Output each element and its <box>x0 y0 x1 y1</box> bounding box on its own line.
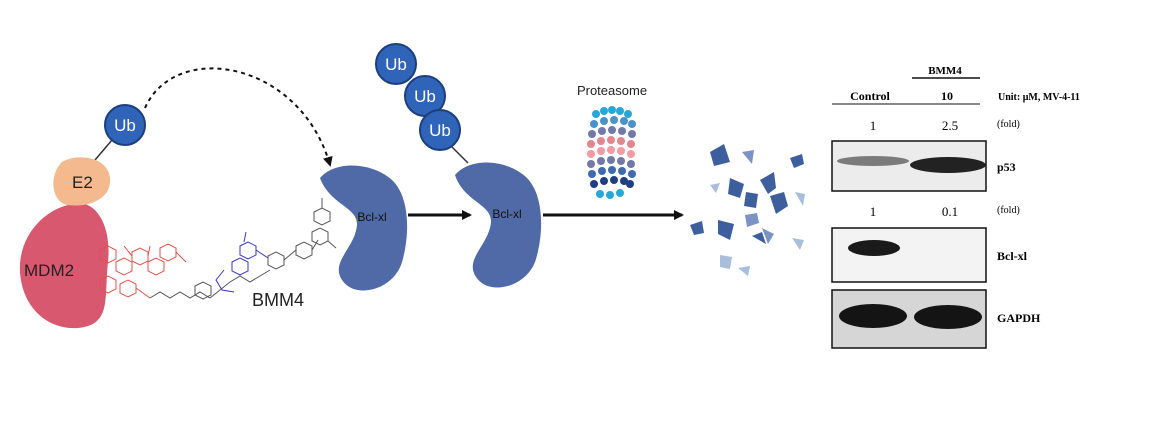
bclxl-label-2: Bcl-xl <box>492 207 521 221</box>
ub-label-2: Ub <box>414 87 436 106</box>
proteasome-label: Proteasome <box>577 83 647 98</box>
gapdh-band-treated <box>914 305 982 329</box>
ub-label-e2: Ub <box>114 116 136 135</box>
unit-label: Unit: μM, MV-4-11 <box>998 92 1080 103</box>
bclxl-shape-2 <box>455 162 542 288</box>
bclxl-shape-1 <box>320 165 408 291</box>
bclxl-band-control <box>848 240 900 256</box>
treatment-header: BMM4 <box>928 65 962 77</box>
ub-circle-1 <box>375 43 417 85</box>
bclxl-ligand-moiety <box>215 231 269 293</box>
mdm2-e2-complex: E2 MDM2 Ub <box>19 104 146 329</box>
ub-e2-link <box>94 139 113 161</box>
ub-label-1: Ub <box>385 55 407 74</box>
mdm2-ligand-moiety <box>99 243 187 299</box>
western-blot-panel: BMM4 Control 10 Unit: μM, MV-4-11 1 2.5 … <box>831 65 1080 349</box>
bclxl-target-1: Bcl-xl <box>320 165 408 291</box>
bmm4-label: BMM4 <box>252 290 304 310</box>
bclxl-ligand-tail <box>267 198 337 270</box>
p53-fold-control: 1 <box>870 118 877 133</box>
degraded-fragments <box>690 144 805 276</box>
proteasome-icon <box>587 106 636 199</box>
proteasome: Proteasome <box>577 83 647 199</box>
bclxl-ubiquitinated: Bcl-xl Ub Ub Ub <box>375 43 542 288</box>
p53-band-treated <box>910 157 986 173</box>
p53-band-control <box>837 156 909 166</box>
bclxl-blot-frame <box>831 227 987 283</box>
e2-label: E2 <box>72 173 93 192</box>
mdm2-shape <box>19 203 109 329</box>
column-dose: 10 <box>941 89 953 103</box>
piperazine-ring <box>194 281 212 300</box>
bclxl-fold-control: 1 <box>870 204 877 219</box>
p53-protein-label: p53 <box>997 160 1016 174</box>
bclxl-label-1: Bcl-xl <box>357 210 386 224</box>
ub-circle-3 <box>419 109 461 151</box>
p53-fold-treated: 2.5 <box>942 118 958 133</box>
gapdh-band-control <box>839 304 907 328</box>
bclxl-protein-label: Bcl-xl <box>997 249 1028 263</box>
linker-chain <box>149 269 271 299</box>
bmm4-molecule: BMM4 <box>99 198 337 310</box>
ub-circle-e2 <box>104 104 146 146</box>
e2-shape <box>53 157 111 206</box>
column-control: Control <box>850 89 890 103</box>
bclxl-fold-treated: 0.1 <box>942 204 958 219</box>
bclxl-fold-label: (fold) <box>997 205 1020 216</box>
ubiquitin-transfer-arrow <box>144 67 333 167</box>
gapdh-protein-label: GAPDH <box>997 311 1041 325</box>
p53-fold-label: (fold) <box>997 119 1020 130</box>
mdm2-label: MDM2 <box>24 261 74 280</box>
ub-label-3: Ub <box>429 121 451 140</box>
